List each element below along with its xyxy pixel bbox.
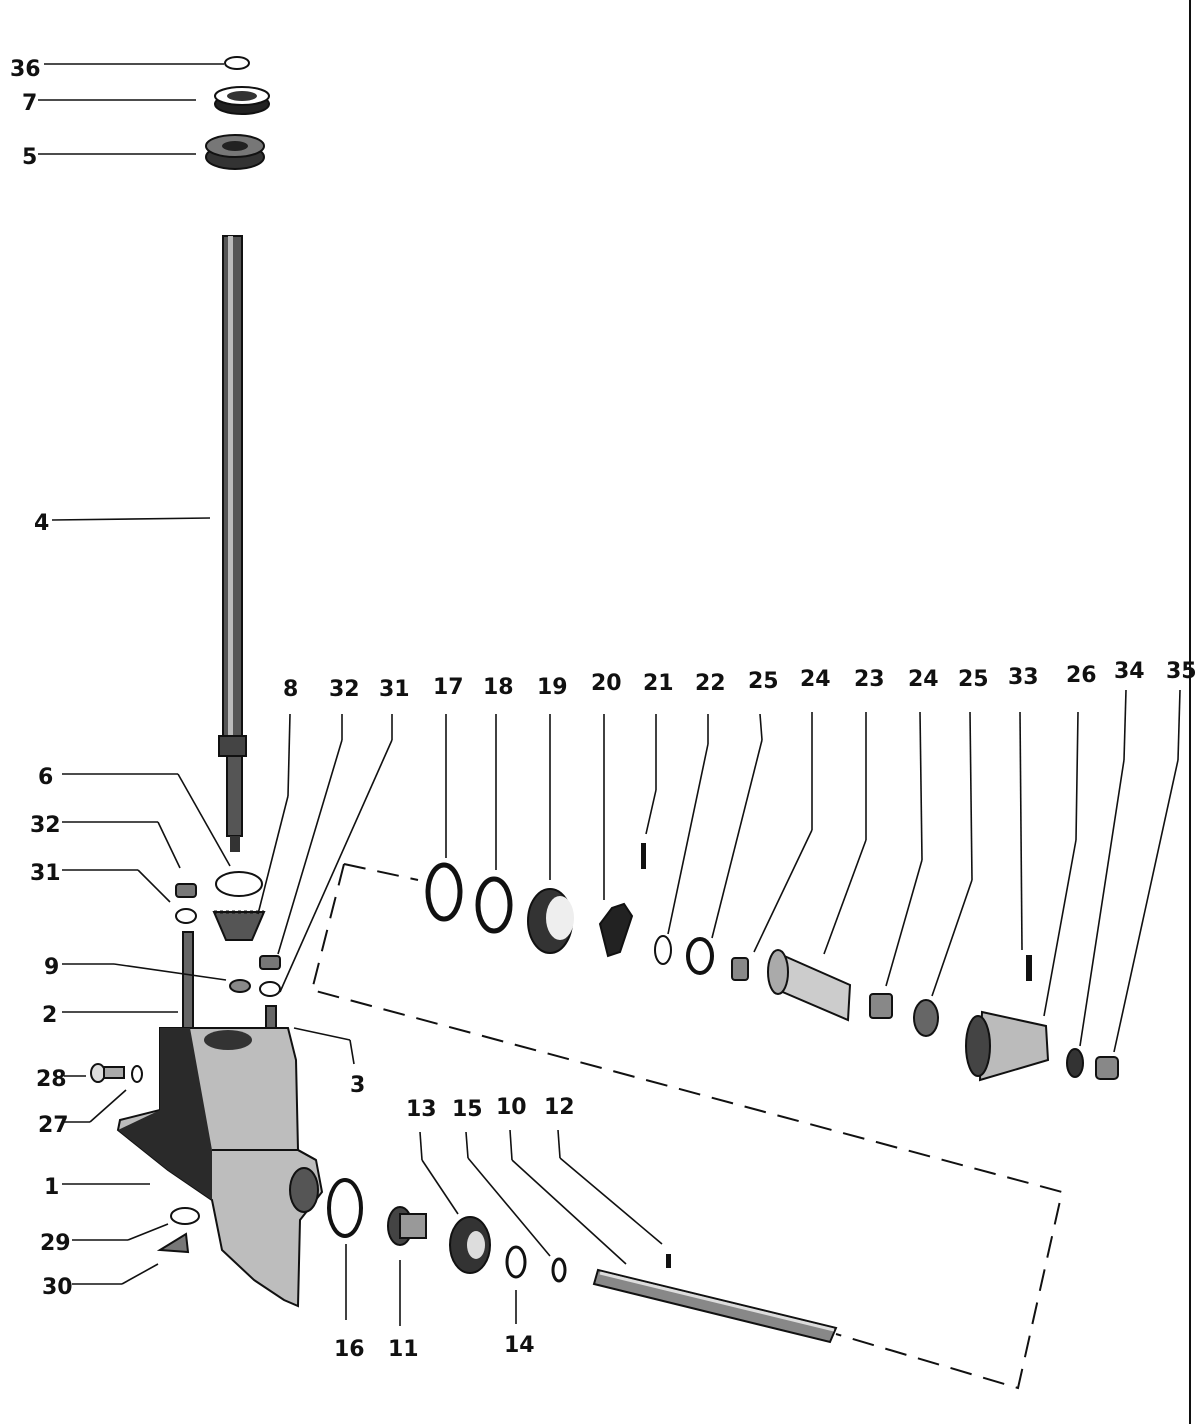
callout-9: 9 — [44, 955, 59, 980]
callout-3: 3 — [350, 1073, 365, 1098]
part-15-washer — [551, 1257, 567, 1283]
part-8-pinion-gear — [212, 910, 266, 941]
callout-29: 29 — [40, 1231, 71, 1256]
part-18-oring — [475, 876, 513, 934]
callout-31-left: 31 — [30, 861, 61, 886]
part-12-pin — [666, 1254, 671, 1268]
callout-25-right: 25 — [958, 667, 989, 692]
part-32-nut-left — [175, 883, 197, 898]
part-13-bearing — [449, 1216, 491, 1274]
part-28-screw — [90, 1063, 125, 1083]
callout-18: 18 — [483, 675, 514, 700]
callout-32-left: 32 — [30, 813, 61, 838]
part-1-gear-housing — [116, 1027, 324, 1308]
callout-11: 11 — [388, 1337, 419, 1362]
callout-10: 10 — [496, 1095, 527, 1120]
part-14-ring — [505, 1245, 527, 1279]
callout-7: 7 — [22, 91, 37, 116]
callout-17: 17 — [433, 675, 464, 700]
part-6-washer — [215, 871, 263, 897]
callout-2: 2 — [42, 1003, 57, 1028]
part-4-driveshaft — [218, 235, 247, 852]
part-30-anode — [156, 1232, 190, 1254]
part-27-washer — [131, 1065, 143, 1083]
callout-6: 6 — [38, 765, 53, 790]
callout-31-top: 31 — [379, 677, 410, 702]
part-20-impeller — [598, 902, 634, 958]
callout-28: 28 — [36, 1067, 67, 1092]
callout-24-left: 24 — [800, 667, 831, 692]
callout-13: 13 — [406, 1097, 437, 1122]
part-32-nut-right — [259, 955, 281, 970]
part-11-forward-gear — [387, 1206, 427, 1246]
part-21-key — [641, 843, 646, 869]
callout-35: 35 — [1166, 659, 1197, 684]
part-2-stud — [182, 931, 194, 1041]
part-19-pump-housing — [527, 888, 574, 954]
part-24-bearing-right — [869, 993, 893, 1019]
callout-16: 16 — [334, 1337, 365, 1362]
callout-15: 15 — [452, 1097, 483, 1122]
callout-32-top: 32 — [329, 677, 360, 702]
part-31-washer-left — [175, 908, 197, 924]
assembly-dash-outline — [310, 863, 1064, 1390]
callout-22: 22 — [695, 671, 726, 696]
callout-36: 36 — [10, 57, 41, 82]
part-9-nut — [229, 979, 251, 993]
callout-21: 21 — [643, 671, 674, 696]
callout-24-right: 24 — [908, 667, 939, 692]
part-22-plate — [654, 935, 672, 965]
callout-5: 5 — [22, 145, 37, 170]
callout-4: 4 — [34, 511, 49, 536]
part-34-washer — [1066, 1048, 1084, 1078]
callout-8: 8 — [283, 677, 298, 702]
part-26-propeller-hub — [965, 1010, 1050, 1082]
part-36-oring — [224, 56, 250, 70]
part-35-nut — [1095, 1056, 1119, 1080]
part-5-bearing — [205, 134, 265, 170]
part-31-washer-right — [259, 981, 281, 997]
callout-25-left: 25 — [748, 669, 779, 694]
part-25-seal-left — [686, 937, 714, 975]
callout-26: 26 — [1066, 663, 1097, 688]
callout-34: 34 — [1114, 659, 1145, 684]
part-16-oring — [327, 1178, 363, 1238]
part-24-bearing-left — [731, 957, 749, 981]
callout-27: 27 — [38, 1113, 69, 1138]
part-25-seal-right — [913, 999, 939, 1037]
callout-1: 1 — [44, 1175, 59, 1200]
leader-lines — [38, 63, 1181, 1326]
callout-14: 14 — [504, 1333, 535, 1358]
callout-20: 20 — [591, 671, 622, 696]
part-10-propeller-shaft — [592, 1268, 838, 1344]
part-17-oring — [425, 862, 463, 922]
callout-labels: 36 7 5 4 8 32 31 17 18 19 20 21 22 25 24… — [10, 57, 1197, 1362]
part-29-gasket — [170, 1207, 200, 1225]
callout-30: 30 — [42, 1275, 73, 1300]
part-7-seal — [214, 86, 270, 115]
part-23-bearing-carrier — [767, 949, 852, 1022]
callout-33: 33 — [1008, 665, 1039, 690]
callout-12: 12 — [544, 1095, 575, 1120]
assembly-dash-outline-start — [343, 863, 419, 881]
part-33-pin — [1026, 955, 1032, 981]
callout-19: 19 — [537, 675, 568, 700]
callout-23: 23 — [854, 667, 885, 692]
